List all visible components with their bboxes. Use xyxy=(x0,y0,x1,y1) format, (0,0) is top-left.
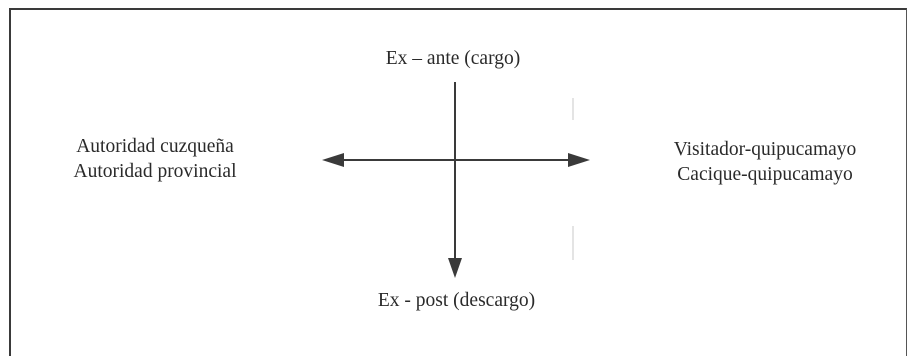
left-label-group: Autoridad cuzqueña Autoridad provincial xyxy=(40,134,270,184)
axis-label-top: Ex – ante (cargo) xyxy=(0,46,910,71)
right-label-group: Visitador-quipucamayo Cacique-quipucamay… xyxy=(640,137,890,187)
ex-ante-label: Ex – ante (cargo) xyxy=(385,48,521,69)
left-arrowhead xyxy=(322,153,344,167)
axis-label-bottom: Ex - post (descargo) xyxy=(0,288,910,313)
diagram-frame xyxy=(9,8,907,356)
left-label-line-2: Autoridad provincial xyxy=(73,161,237,182)
right-label-line-2: Cacique-quipucamayo xyxy=(677,164,853,185)
right-arrowhead xyxy=(568,153,590,167)
ex-post-label: Ex - post (descargo) xyxy=(377,290,536,311)
down-arrowhead xyxy=(448,258,462,278)
right-label-line-1: Visitador-quipucamayo xyxy=(673,139,857,160)
left-label-line-1: Autoridad cuzqueña xyxy=(76,136,234,157)
